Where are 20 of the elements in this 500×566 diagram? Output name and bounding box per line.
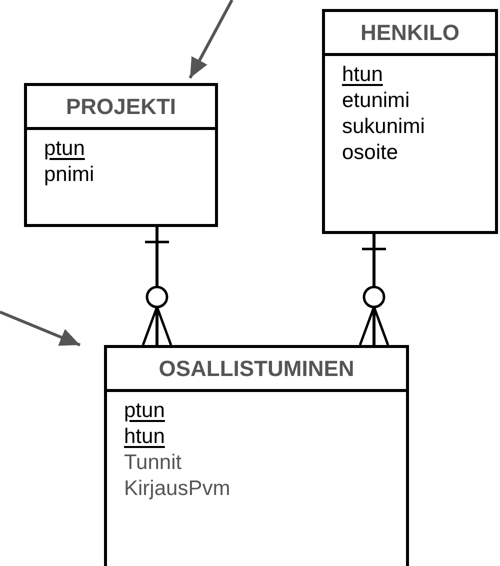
attribute: osoite [342, 140, 398, 166]
key-attribute: htun [342, 62, 383, 88]
arrow [0, 310, 81, 346]
attribute: etunimi [342, 88, 410, 114]
key-attribute: ptun [124, 398, 165, 424]
key-attribute: htun [124, 424, 165, 450]
attribute: pnimi [44, 162, 94, 188]
entity-box [322, 9, 498, 234]
relationship-line [358, 234, 390, 346]
entity-name: HENKILO [325, 12, 495, 56]
entity-name: OSALLISTUMINEN [107, 348, 406, 392]
attribute: Tunnit [124, 450, 182, 476]
entity-name: PROJEKTI [27, 86, 215, 130]
entity-box [24, 83, 218, 227]
attribute: KirjausPvm [124, 476, 230, 502]
relationship-line [142, 227, 172, 346]
entity-box [104, 345, 409, 566]
arrow [188, 0, 234, 79]
key-attribute: ptun [44, 136, 85, 162]
attribute: sukunimi [342, 114, 425, 140]
